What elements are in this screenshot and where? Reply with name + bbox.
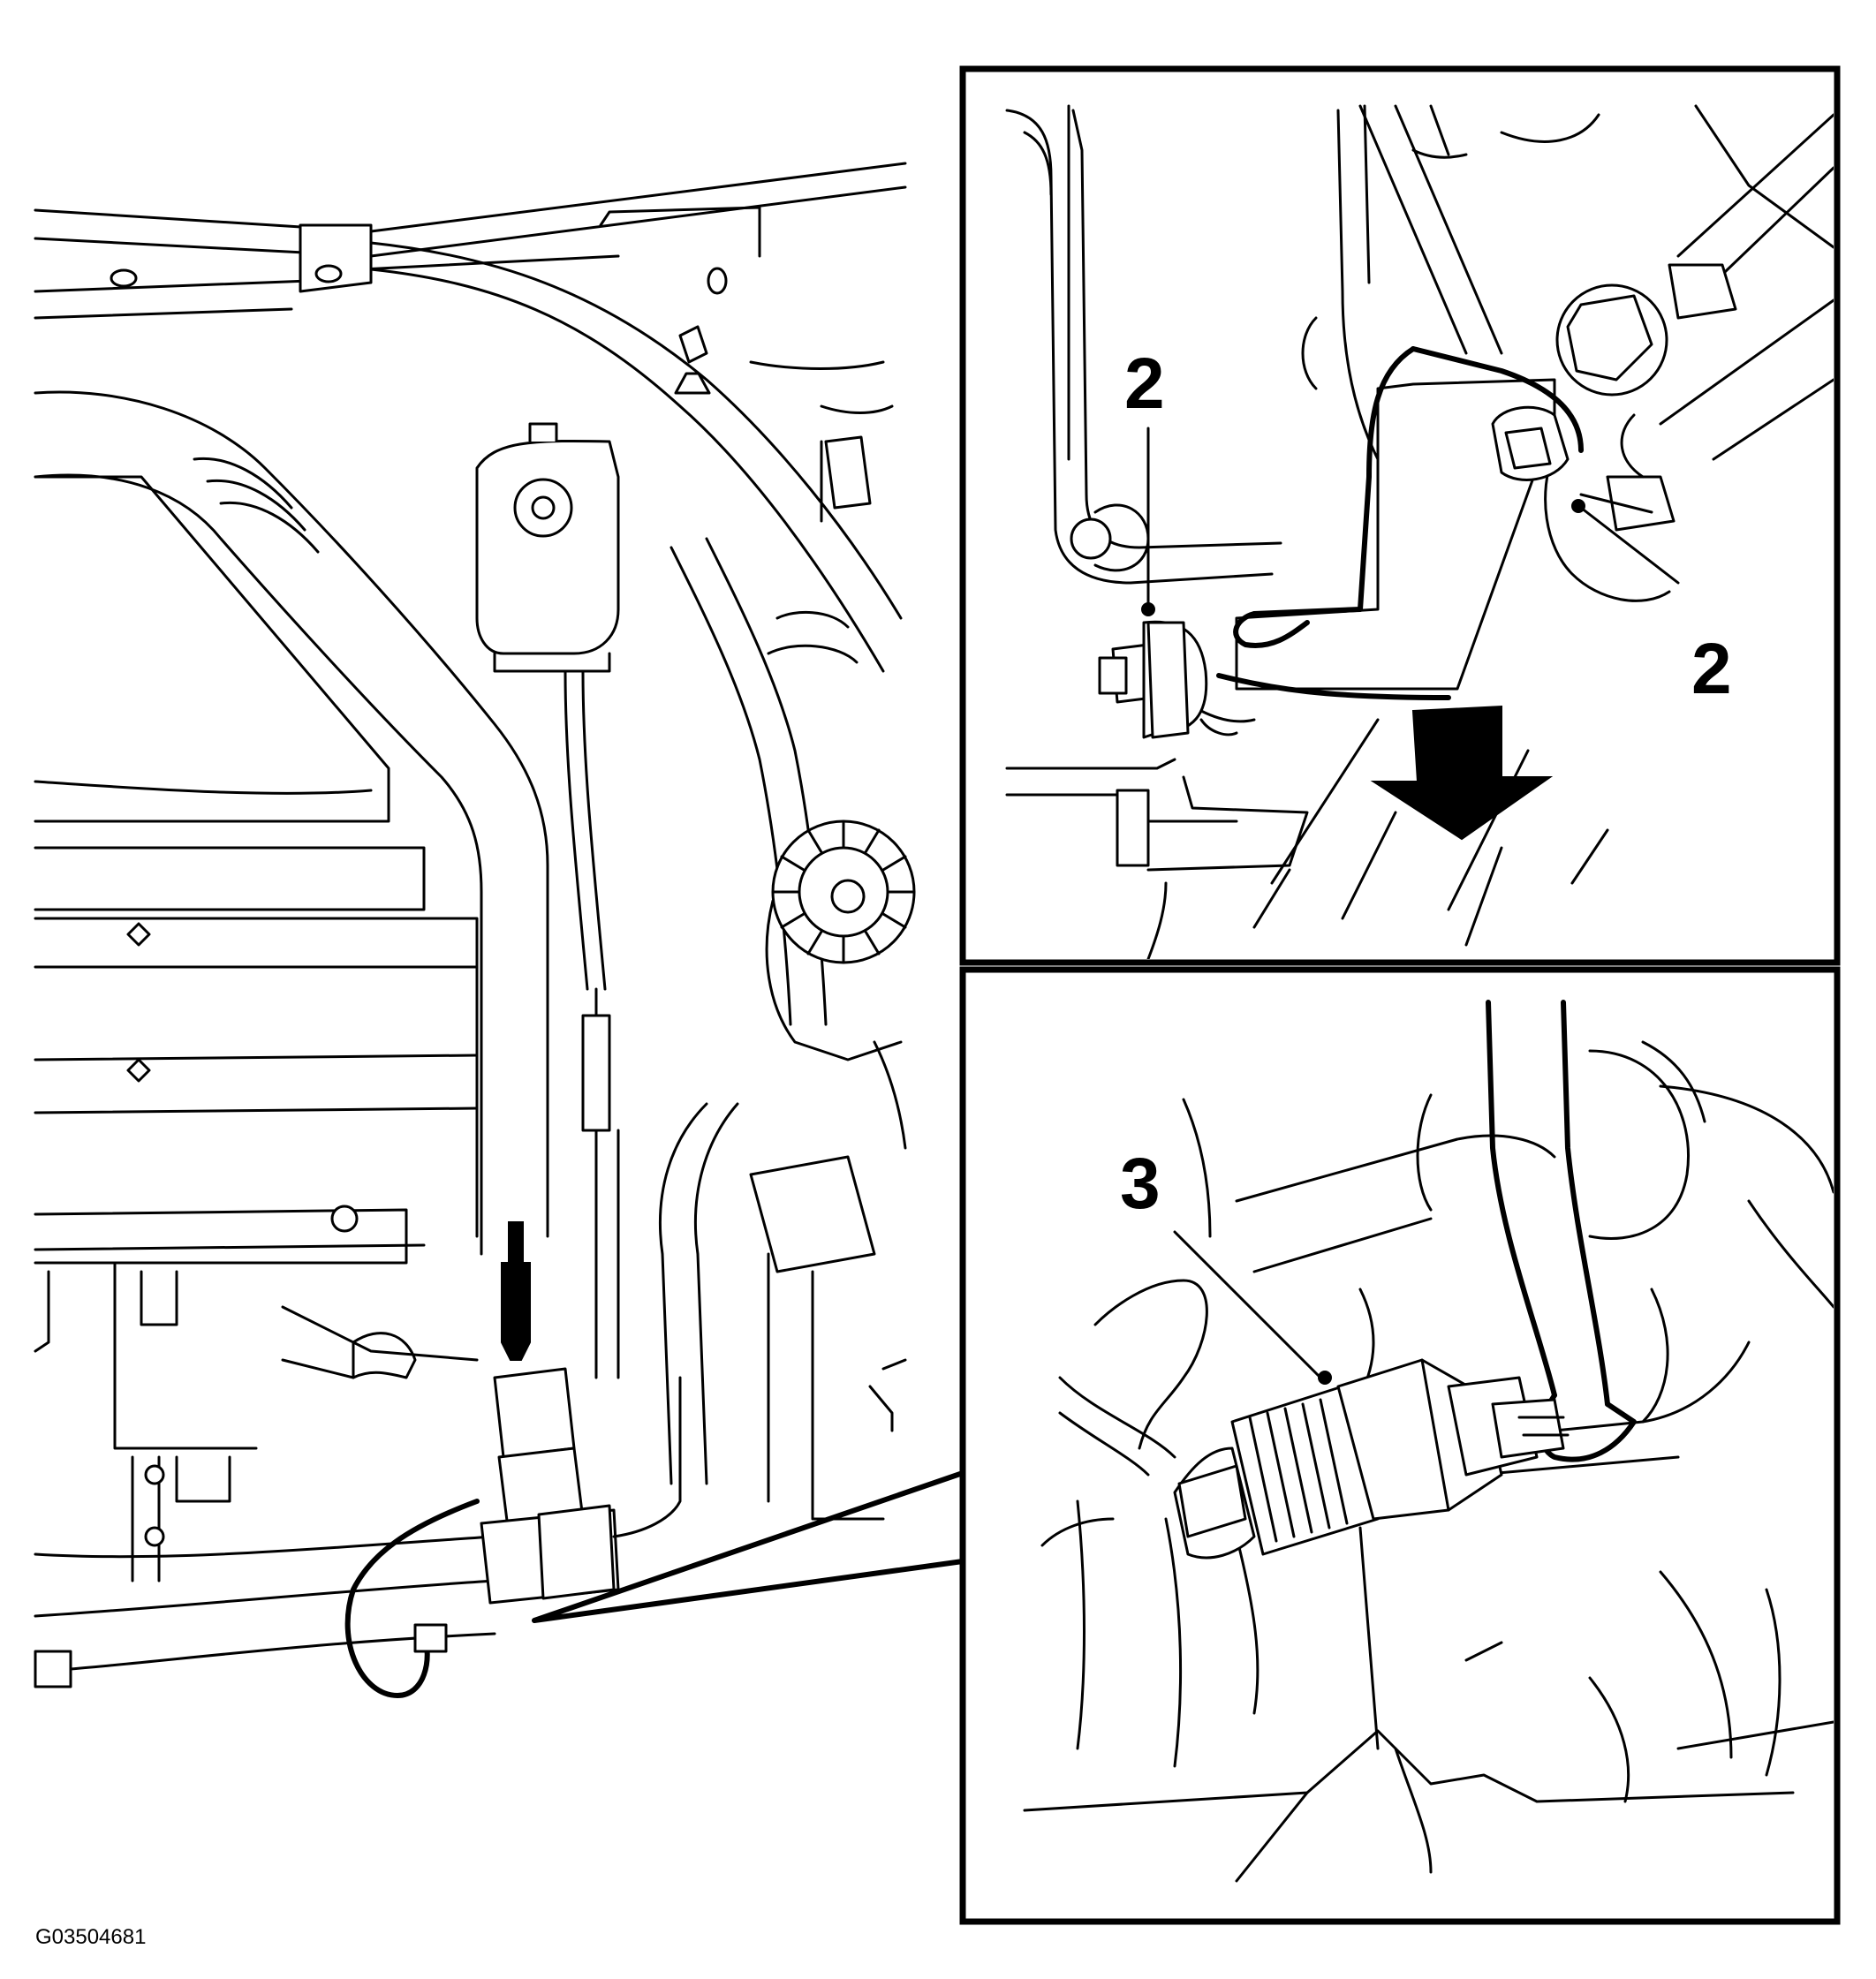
callout-2-top-left: 2	[1124, 344, 1165, 424]
figure-id: G03504681	[35, 1925, 146, 1949]
main-engine-view	[34, 162, 916, 1698]
callout-2-top-right: 2	[1691, 629, 1732, 709]
inset-top: 2 2	[959, 65, 1841, 966]
zoom-pointer	[532, 1470, 965, 1623]
inset-bottom: 3	[959, 966, 1841, 1925]
callout-3: 3	[1120, 1144, 1161, 1224]
